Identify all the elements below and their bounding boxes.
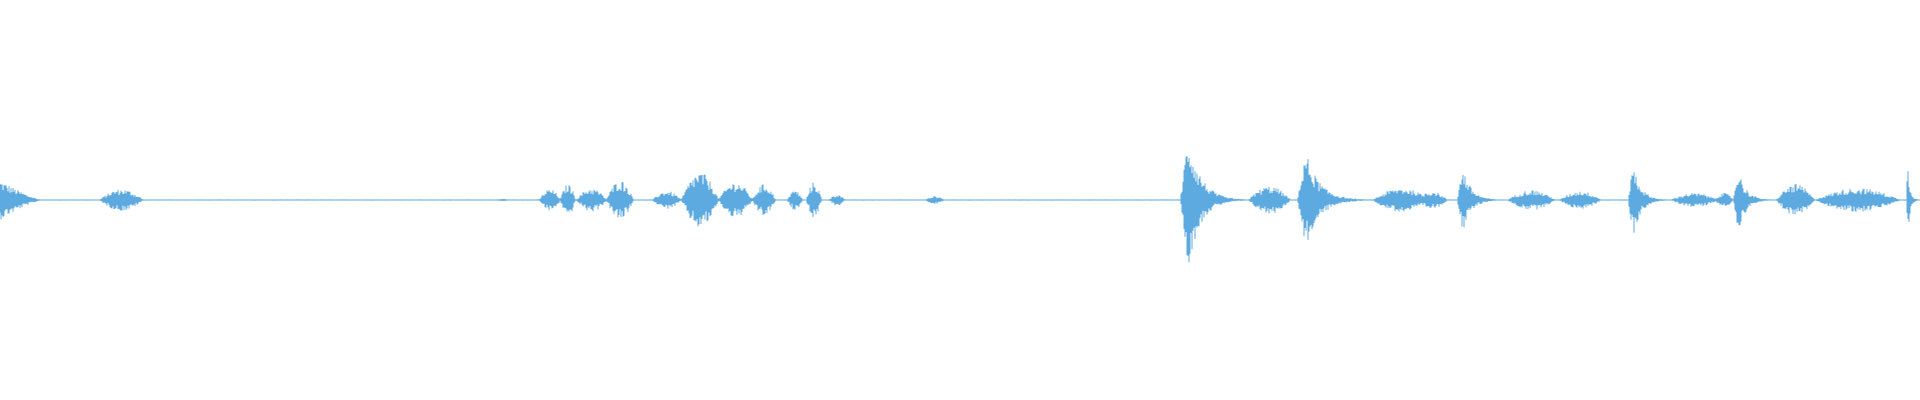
waveform-envelope <box>0 156 1920 263</box>
